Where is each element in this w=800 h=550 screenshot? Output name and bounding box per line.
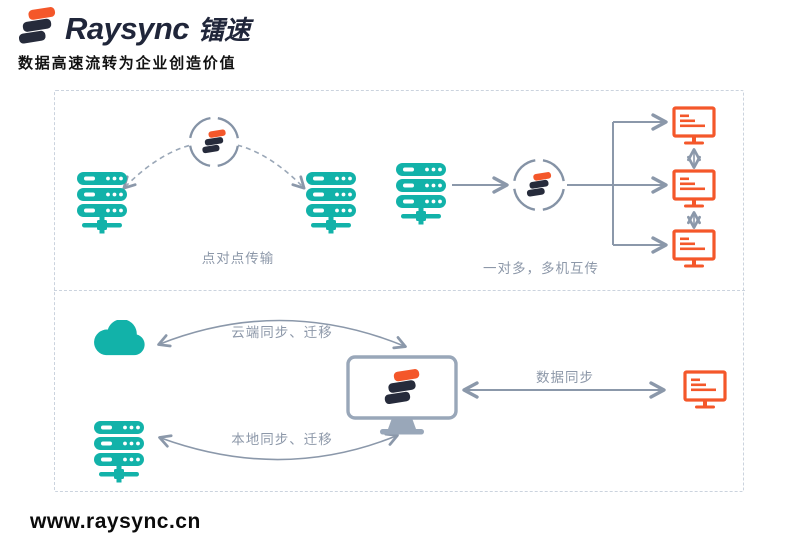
p2p-label: 点对点传输: [201, 251, 275, 266]
raysync-node-icon-relay: [511, 157, 567, 213]
cloud-sync-label: 云端同步、迁移: [231, 325, 333, 340]
monitor-icon-target-2: [672, 169, 716, 211]
one-to-many-label: 一对多，多机互传: [483, 261, 599, 276]
brand-name-cn: 镭速: [198, 15, 251, 45]
raysync-node-icon-p2p: [187, 115, 241, 169]
server-icon-p2p-right: [306, 172, 356, 234]
data-sync-label: 数据同步: [536, 370, 594, 385]
diagram-border: [54, 90, 744, 492]
brand-header: Raysync 镭速: [16, 7, 250, 50]
server-icon-source: [396, 163, 446, 225]
server-icon-p2p-left: [77, 172, 127, 234]
one-to-many-connectors: [452, 113, 701, 254]
sync-connectors: [157, 319, 666, 461]
cloud-icon: [92, 320, 148, 357]
monitor-icon-remote: [683, 370, 727, 412]
tagline: 数据高速流转为企业创造价值: [18, 55, 237, 72]
workstation-icon: [346, 355, 458, 437]
monitor-icon-target-3: [672, 229, 716, 271]
server-icon-local: [94, 421, 144, 483]
brand-name: Raysync: [65, 10, 190, 46]
panel-divider: [54, 290, 745, 291]
local-sync-label: 本地同步、迁移: [231, 432, 333, 447]
monitor-icon-target-1: [672, 106, 716, 148]
website-url: www.raysync.cn: [30, 510, 201, 533]
